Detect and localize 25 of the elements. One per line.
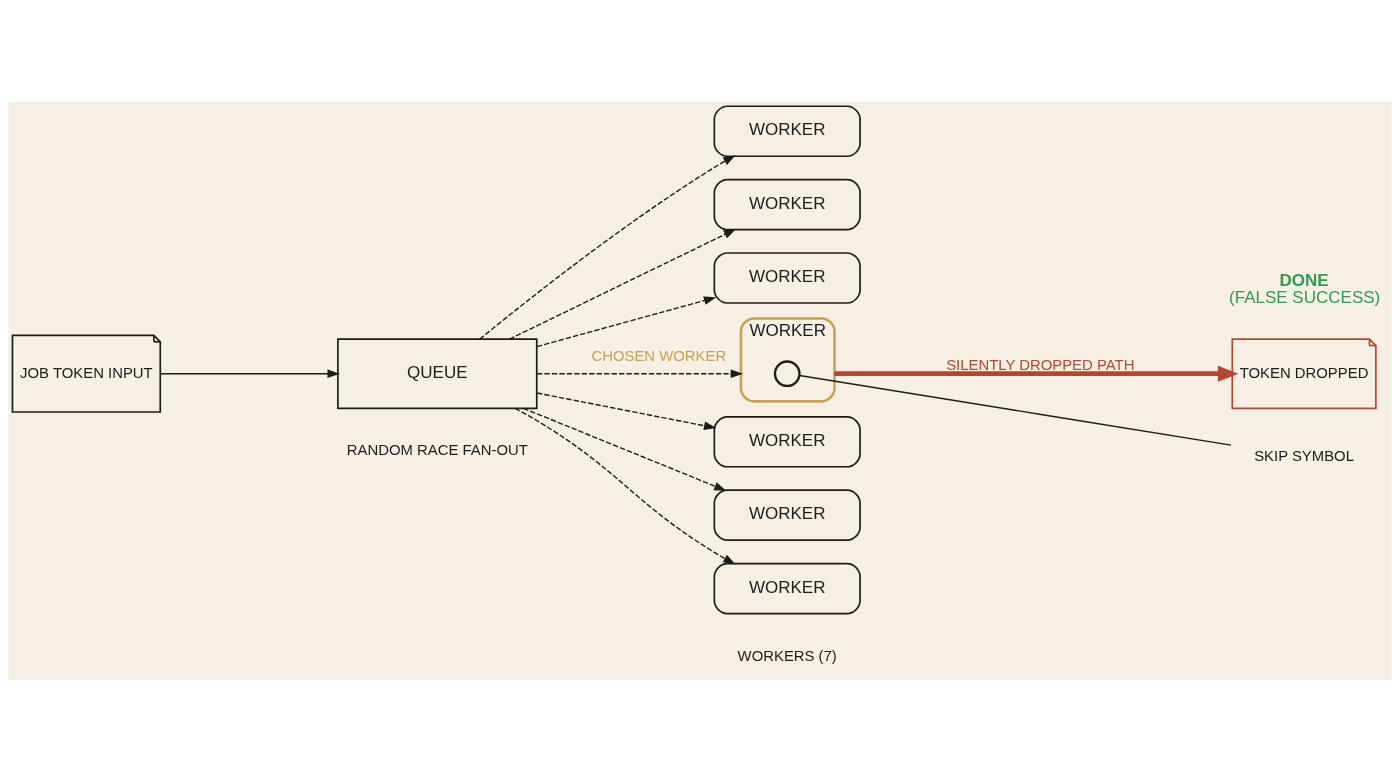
label: WORKERS (7) <box>737 647 837 664</box>
node-text: SKIP SYMBOL <box>1254 447 1354 464</box>
arrow <box>508 228 737 340</box>
label: RANDOM RACE FAN-OUT <box>346 441 528 458</box>
node-box: WORKER <box>713 415 861 468</box>
node-box: WORKER <box>713 251 861 304</box>
arrow <box>479 154 736 340</box>
arrow <box>536 295 717 347</box>
node-text: DONE (FALSE SUCCESS) <box>1229 270 1381 307</box>
node-box: QUEUE <box>337 337 538 409</box>
arrow <box>522 407 727 491</box>
node-box: WORKER <box>713 178 861 230</box>
node-box: WORKER <box>713 104 861 157</box>
node-circle <box>773 359 801 387</box>
arrow <box>536 368 744 378</box>
cluster: WORKER <box>739 316 836 403</box>
connector <box>798 374 1232 446</box>
edge-label: SILENTLY DROPPED PATH <box>946 356 1135 373</box>
node-box: WORKER <box>713 488 861 541</box>
arrow <box>514 407 736 564</box>
node-box: WORKER <box>713 562 861 614</box>
arrow <box>159 368 340 378</box>
arrow <box>536 391 717 430</box>
node-label: CHOSEN WORKER <box>591 347 727 364</box>
arrow <box>834 365 1239 382</box>
